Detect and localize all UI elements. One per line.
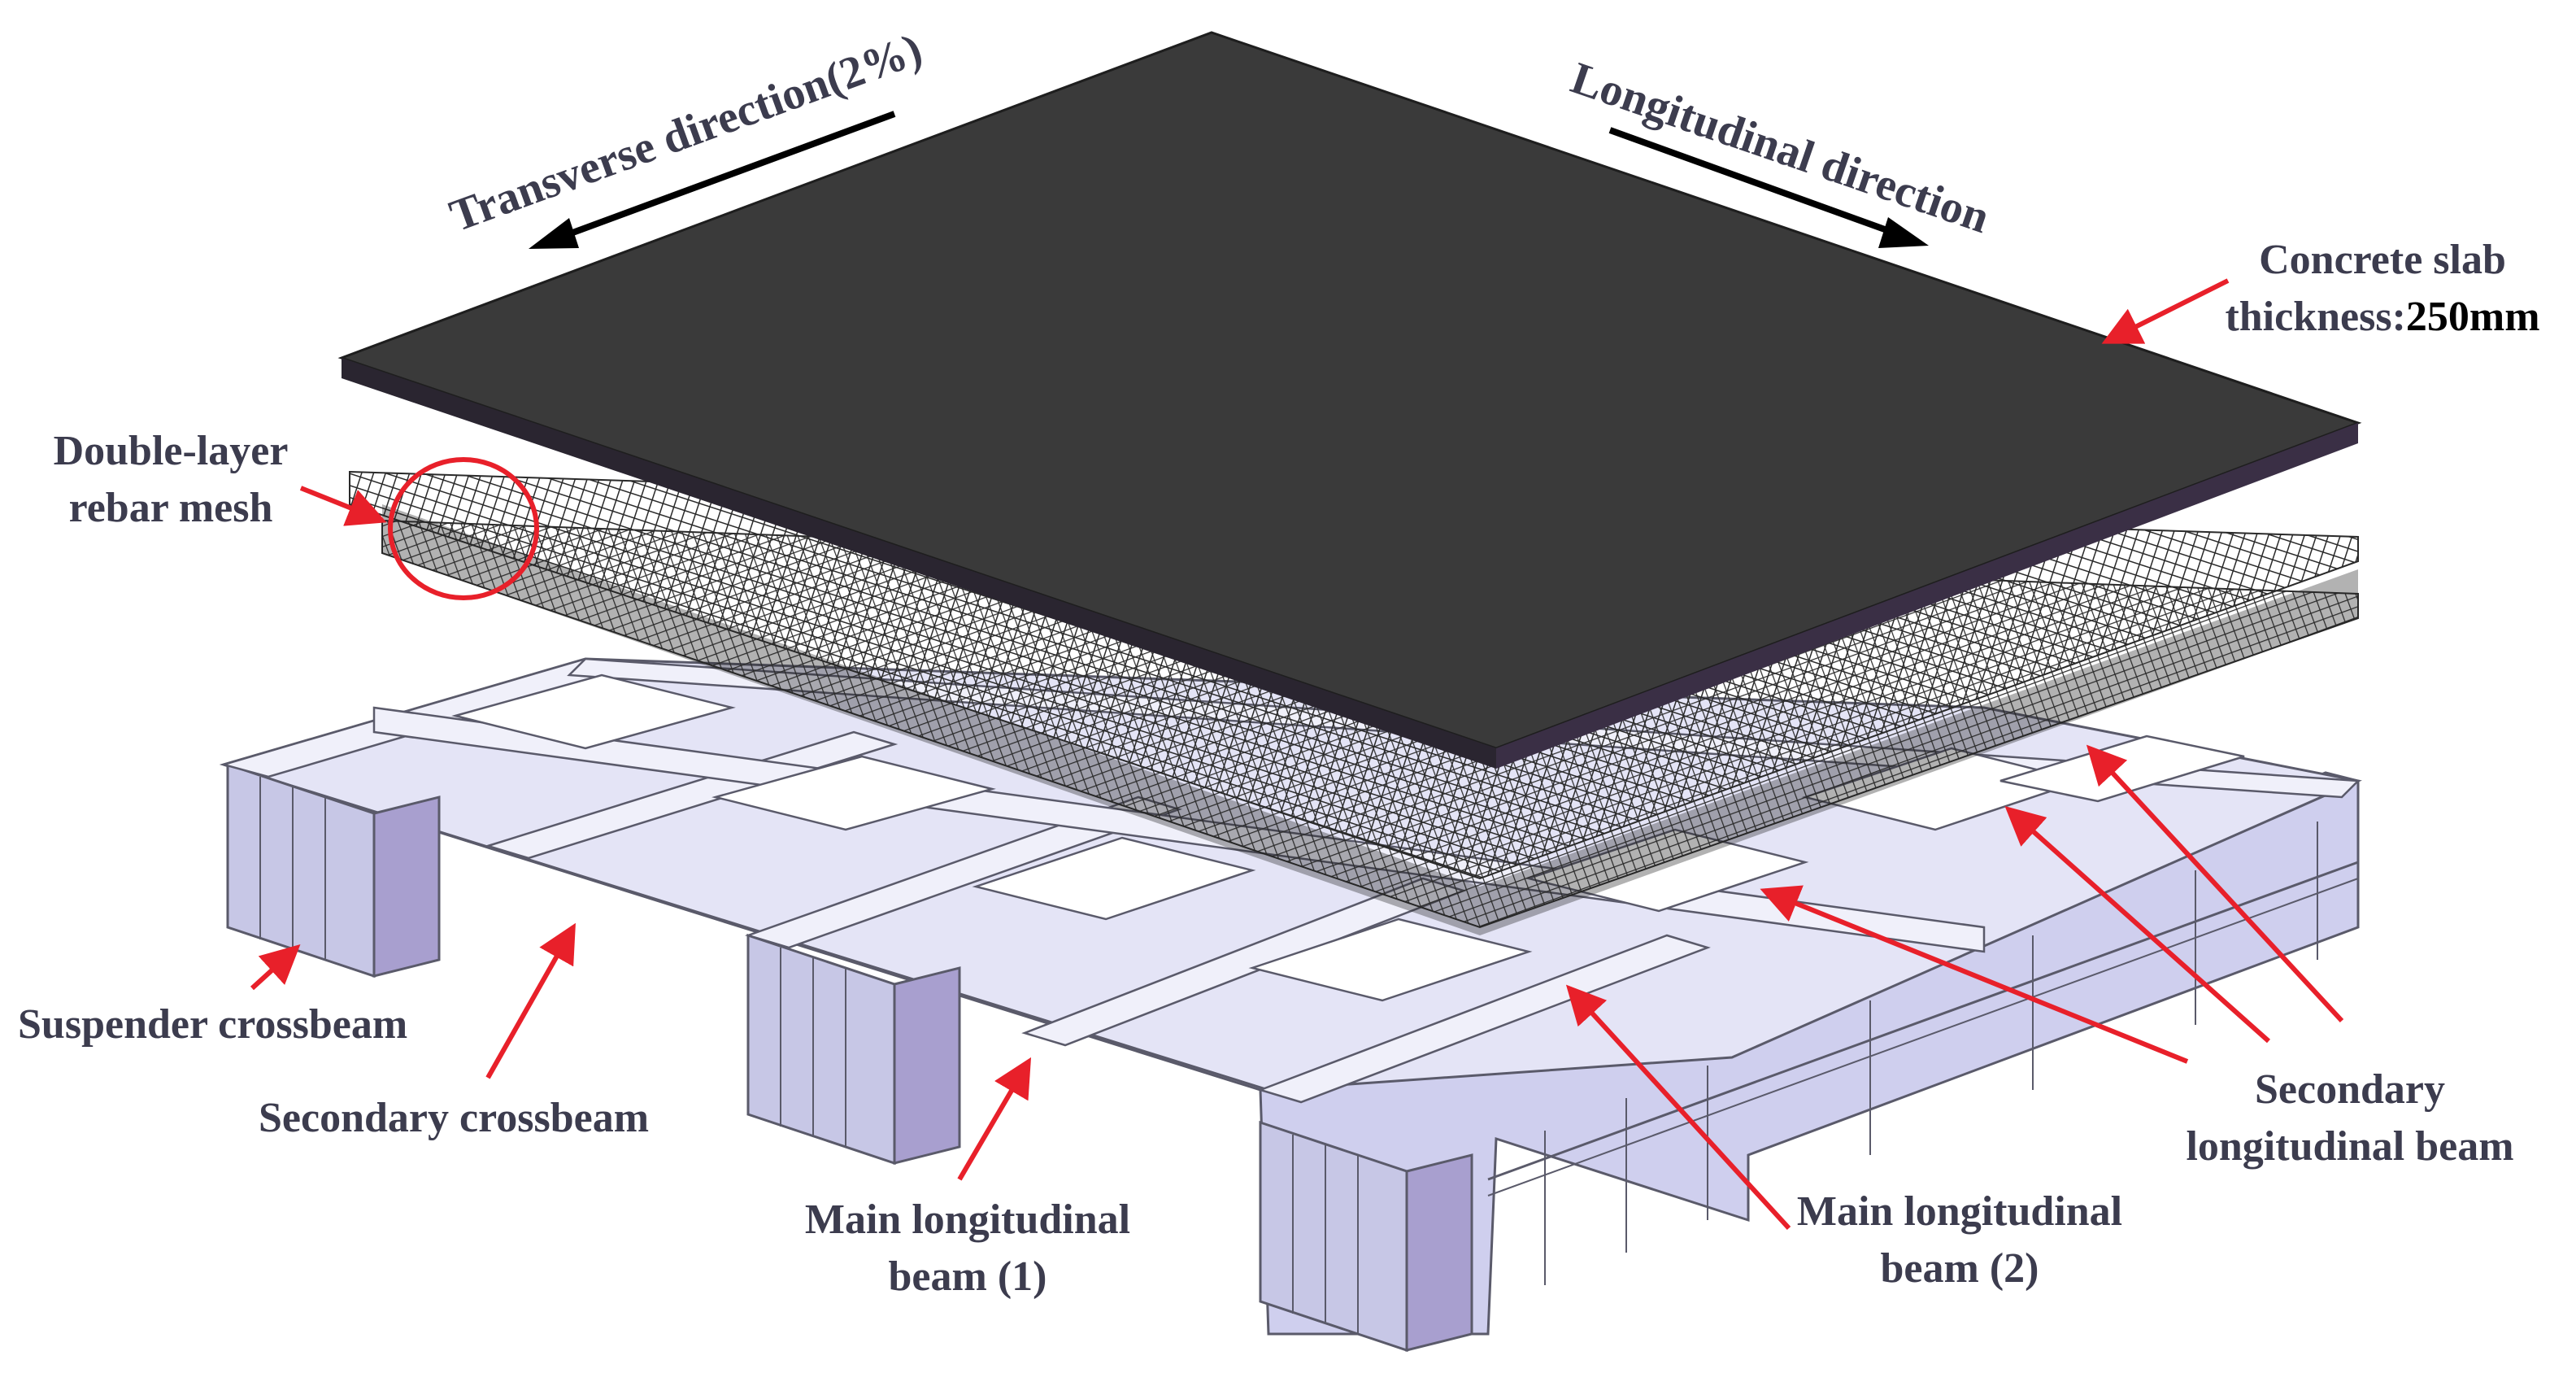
concrete-slab (337, 31, 2362, 769)
leader-secondary-crossbeam (485, 922, 576, 1079)
main-longitudinal-beam-1-label-line2: beam (1) (888, 1253, 1047, 1300)
leader-concrete-slab (2101, 278, 2230, 344)
concrete-slab-label: Concrete slab thickness:250mm (2195, 232, 2569, 346)
longitudinal-stiffener-band-2 (1487, 878, 2359, 1196)
leader-lines (250, 278, 2344, 1231)
longitudinal-stiffener-band (1487, 861, 2359, 1181)
suspender-crossbeam-label: Suspender crossbeam (18, 1001, 408, 1048)
secondary-longitudinal-beam-label-line1: Secondary (2255, 1066, 2445, 1113)
longitudinal-arrow-line (1608, 127, 1904, 239)
rebar-mesh-label-line1: Double-layer (53, 428, 289, 474)
main-longitudinal-beam-1-label-line1: Main longitudinal (804, 1196, 1131, 1243)
leader-rebar-mesh (299, 486, 387, 526)
main-longitudinal-beam-2-label-line1: Main longitudinal (1796, 1188, 2123, 1235)
concrete-slab-label-line1: Concrete slab (2259, 237, 2506, 283)
concrete-slab-label-line2: thickness:250mm (2195, 289, 2569, 346)
concrete-slab-side-edge (1496, 423, 2358, 769)
rebar-mesh-shadow (382, 504, 2358, 935)
secondary-longitudinal-beam-label-line2: longitudinal beam (2186, 1123, 2514, 1170)
end-beam-side (1405, 1153, 1473, 1352)
leader-secondary-long-beam-b (2004, 806, 2270, 1044)
leader-main-long-beam-2 (1565, 984, 1791, 1231)
leader-suspender-crossbeam (250, 944, 301, 991)
main-longitudinal-beam-2-label-line2: beam (2) (1880, 1245, 2039, 1292)
concrete-slab-front-edge (342, 358, 1496, 769)
rebar-mesh-highlight-circle (388, 457, 539, 600)
leader-secondary-long-beam-c (2086, 744, 2344, 1023)
main-longitudinal-beam-1-side (372, 795, 441, 978)
transverse-arrow-head (529, 218, 579, 249)
main-longitudinal-beam-1-label: Main longitudinal beam (1) (756, 1192, 1179, 1305)
secondary-longitudinal-beam-label: Secondary longitudinal beam (2147, 1061, 2553, 1175)
main-longitudinal-beam-2-side-left (893, 966, 961, 1165)
concrete-slab-thickness-prefix: thickness: (2225, 294, 2406, 340)
leader-main-long-beam-1 (957, 1057, 1032, 1181)
transverse-arrow-line (551, 111, 896, 243)
rebar-mesh-label: Double-layer rebar mesh (24, 423, 317, 537)
grillage-openings (451, 673, 2245, 1002)
main-longitudinal-beam-2-front-left (746, 933, 896, 1166)
rebar-mesh-label-line2: rebar mesh (68, 485, 273, 531)
concrete-slab-thickness-value: 250mm (2405, 294, 2540, 340)
leader-secondary-long-beam-a (1760, 885, 2189, 1064)
secondary-crossbeam-label: Secondary crossbeam (259, 1095, 650, 1141)
direction-arrows (529, 111, 1929, 249)
main-longitudinal-beam-2-label: Main longitudinal beam (2) (1748, 1183, 2171, 1297)
longitudinal-arrow-head (1878, 217, 1929, 248)
